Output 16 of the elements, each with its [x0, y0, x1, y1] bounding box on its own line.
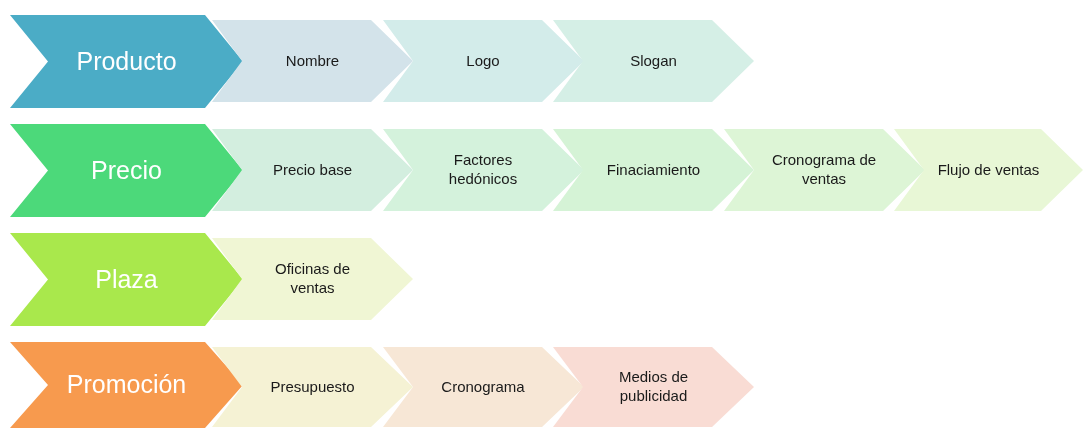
chevron-label: Nombre	[285, 51, 340, 71]
chevron-label: Plaza	[95, 263, 158, 295]
chevron-label: Logo	[466, 51, 500, 71]
chevron-label: Oficinas de ventas	[273, 260, 351, 298]
chevron-label: Flujo de ventas	[937, 160, 1040, 180]
chevron-label: Medios de publicidad	[617, 368, 690, 406]
chevron-label: Cronograma	[441, 377, 525, 397]
chevron-label: Producto	[76, 45, 177, 77]
chevron-label: Factores hedónicos	[447, 151, 519, 189]
chevron-label: Promoción	[66, 369, 187, 401]
chevron-label: Precio	[91, 154, 162, 186]
chevron-label: Cronograma de ventas	[770, 151, 878, 189]
chevron-label: Presupuesto	[270, 377, 355, 397]
chevron-label: Slogan	[630, 51, 677, 71]
chevron-label: Precio base	[272, 160, 353, 180]
chevron-label: Finaciamiento	[606, 160, 701, 180]
